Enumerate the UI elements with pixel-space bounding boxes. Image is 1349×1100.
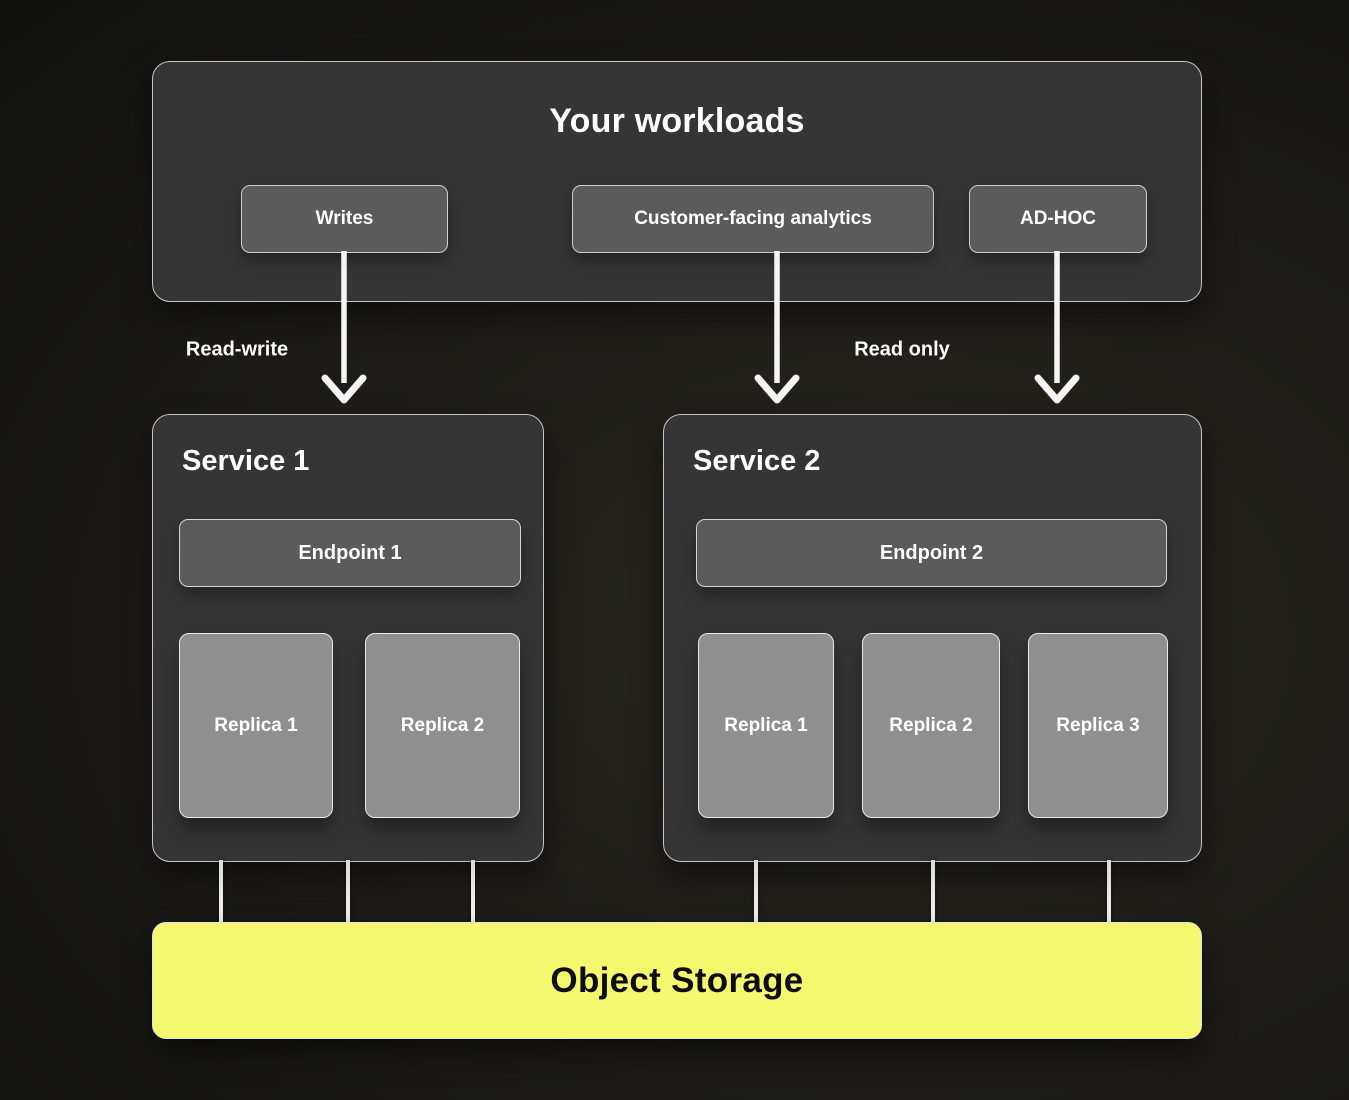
service-2-panel: Service 2 Endpoint 2 Replica 1 Replica 2… <box>663 414 1202 862</box>
service-2-replica-2: Replica 2 <box>862 633 1000 818</box>
workload-chip-ad-hoc: AD-HOC <box>969 185 1147 253</box>
service-1-endpoint: Endpoint 1 <box>179 519 521 587</box>
workloads-title: Your workloads <box>549 102 805 140</box>
service-2-endpoint: Endpoint 2 <box>696 519 1167 587</box>
connector-line <box>346 860 350 923</box>
read-only-label: Read only <box>854 338 950 361</box>
service-2-title: Service 2 <box>693 445 821 477</box>
service-1-title: Service 1 <box>182 445 310 477</box>
connector-line <box>471 860 475 923</box>
workload-chip-customer-facing-analytics: Customer-facing analytics <box>572 185 934 253</box>
service-1-replica-2: Replica 2 <box>365 633 520 818</box>
connector-line <box>1107 860 1111 923</box>
object-storage-bar: Object Storage <box>152 922 1202 1039</box>
workload-chip-writes: Writes <box>241 185 448 253</box>
read-write-label: Read-write <box>185 338 289 361</box>
service-1-replica-1: Replica 1 <box>179 633 333 818</box>
connector-line <box>754 860 758 923</box>
workloads-panel: Your workloads Writes Customer-facing an… <box>152 61 1202 302</box>
down-arrow-icon-ad-hoc <box>1034 251 1080 404</box>
service-1-panel: Service 1 Endpoint 1 Replica 1 Replica 2 <box>152 414 544 862</box>
down-arrow-icon-read-write <box>321 251 367 404</box>
connector-line <box>219 860 223 923</box>
down-arrow-icon-analytics <box>754 251 800 404</box>
connector-line <box>931 860 935 923</box>
service-2-replica-1: Replica 1 <box>698 633 834 818</box>
service-2-replica-3: Replica 3 <box>1028 633 1168 818</box>
